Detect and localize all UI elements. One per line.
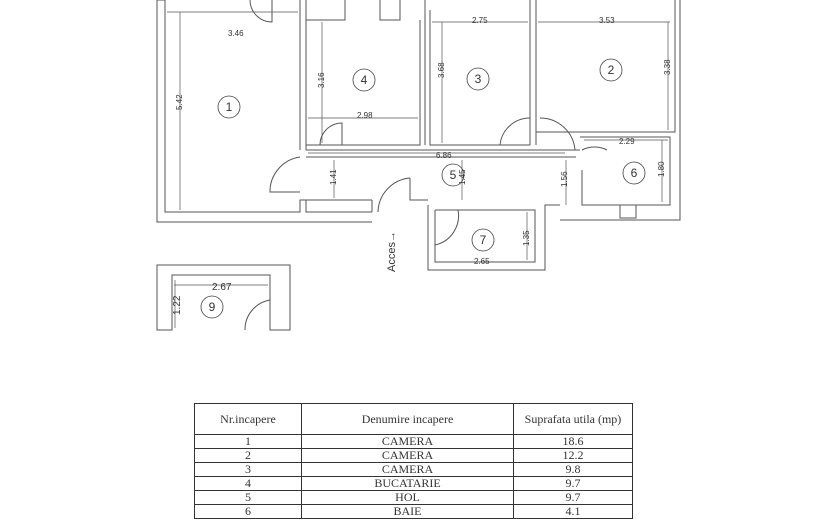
svg-text:4: 4 <box>361 73 368 87</box>
cell-number: 4 <box>194 476 302 491</box>
svg-text:1.41: 1.41 <box>329 169 338 185</box>
svg-text:5: 5 <box>450 168 457 182</box>
column-header-room-number: Nr.incapere <box>194 403 302 435</box>
svg-text:3.46: 3.46 <box>228 29 244 38</box>
cell-area: 9.8 <box>513 462 633 477</box>
svg-text:1.45: 1.45 <box>458 169 467 185</box>
svg-text:1.56: 1.56 <box>560 171 569 187</box>
cell-area: 12.2 <box>513 448 633 463</box>
cell-name: BAIE <box>301 504 514 519</box>
room-9 <box>156 264 291 331</box>
svg-text:2.98: 2.98 <box>357 111 373 120</box>
cell-number: 5 <box>194 490 302 505</box>
svg-text:5.42: 5.42 <box>175 94 184 110</box>
cell-name: CAMERA <box>301 462 514 477</box>
floor-plan: 3.46 5.42 2.98 3.16 2.75 3.68 3.53 3.38 … <box>156 0 681 331</box>
cell-area: 4.1 <box>513 504 633 519</box>
svg-text:1.22: 1.22 <box>172 295 183 315</box>
svg-text:1.80: 1.80 <box>657 161 666 177</box>
room-area-table: Nr.incapere Denumire incapere Suprafata … <box>194 403 633 519</box>
svg-text:2.67: 2.67 <box>212 282 232 293</box>
cell-number: 2 <box>194 448 302 463</box>
room-3 <box>424 0 531 146</box>
column-header-room-name: Denumire incapere <box>301 403 514 435</box>
cell-area: 9.7 <box>513 490 633 505</box>
svg-text:9: 9 <box>209 300 216 314</box>
room-5 <box>306 149 580 271</box>
cell-name: CAMERA <box>301 434 514 449</box>
svg-text:6.86: 6.86 <box>436 151 452 160</box>
cell-number: 6 <box>194 504 302 519</box>
svg-text:2.29: 2.29 <box>619 137 635 146</box>
cell-number: 3 <box>194 462 302 477</box>
svg-text:2: 2 <box>608 63 615 77</box>
room-6 <box>560 0 681 221</box>
cell-name: BUCATARIE <box>301 476 514 491</box>
svg-text:3.53: 3.53 <box>599 16 615 25</box>
svg-text:Acces→: Acces→ <box>386 231 398 272</box>
svg-text:6: 6 <box>631 166 638 180</box>
cell-number: 1 <box>194 434 302 449</box>
cell-name: HOL <box>301 490 514 505</box>
cell-name: CAMERA <box>301 448 514 463</box>
svg-text:1.35: 1.35 <box>522 230 531 246</box>
room-4 <box>306 0 421 146</box>
svg-text:3.38: 3.38 <box>663 59 672 75</box>
svg-text:2.75: 2.75 <box>472 16 488 25</box>
room-1 <box>164 0 307 212</box>
table-header-row: Nr.incapere Denumire incapere Suprafata … <box>194 403 633 435</box>
cell-area: 9.7 <box>513 476 633 491</box>
svg-text:1: 1 <box>226 100 233 114</box>
svg-text:3.68: 3.68 <box>437 62 446 78</box>
cell-area: 18.6 <box>513 434 633 449</box>
svg-text:3: 3 <box>475 72 482 86</box>
room-2 <box>529 0 676 151</box>
svg-text:3.16: 3.16 <box>317 72 326 88</box>
column-header-area: Suprafata utila (mp) <box>513 403 633 435</box>
svg-text:2.65: 2.65 <box>474 257 490 266</box>
svg-text:7: 7 <box>480 233 487 247</box>
